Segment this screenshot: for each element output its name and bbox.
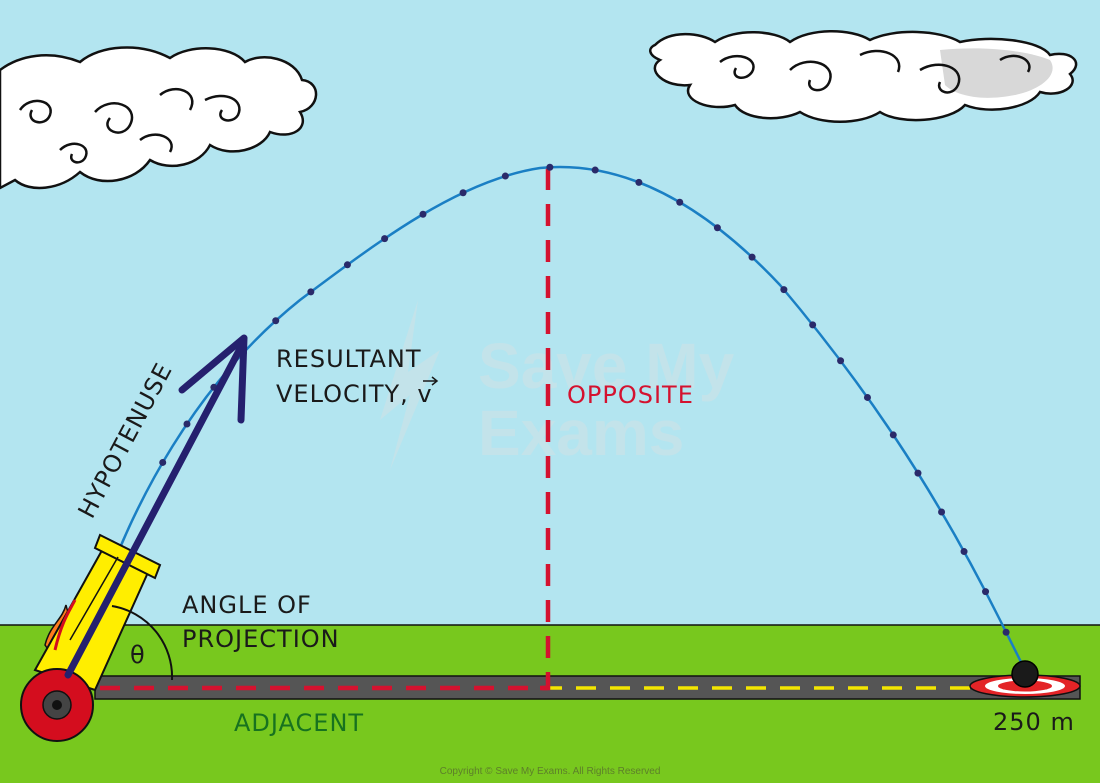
vector-arrow-icon — [423, 376, 439, 386]
copyright-text: Copyright © Save My Exams. All Rights Re… — [440, 766, 661, 777]
trajectory-point — [982, 588, 990, 596]
trajectory-point — [938, 508, 946, 516]
resultant-label-line1: RESULTANT — [276, 345, 422, 373]
trajectory-curve — [88, 165, 1027, 671]
adjacent-label: ADJACENT — [234, 709, 364, 737]
trajectory-point — [889, 431, 897, 439]
theta-label: θ — [130, 641, 146, 669]
trajectory-point — [780, 286, 788, 294]
trajectory-point — [159, 458, 167, 466]
trajectory-point — [546, 163, 554, 171]
opposite-label: OPPOSITE — [567, 381, 694, 409]
trajectory-point — [748, 253, 756, 261]
trajectory-point — [635, 178, 643, 186]
vector-symbol: v — [417, 380, 432, 408]
velocity-arrow — [64, 334, 248, 679]
trajectory-point — [272, 317, 280, 325]
trajectory-point — [1002, 628, 1010, 636]
trajectory-point — [713, 224, 721, 232]
watermark-line1: Save My — [478, 330, 735, 402]
trajectory-point — [419, 210, 427, 218]
trajectory-point — [837, 357, 845, 365]
watermark-line2: Exams — [478, 397, 684, 469]
trajectory-point — [501, 172, 509, 180]
trajectory-point — [863, 393, 871, 401]
watermark: Save My Exams — [380, 300, 735, 470]
angle-label-line1: ANGLE OF — [182, 591, 312, 619]
trajectory-point — [183, 420, 191, 428]
trajectory-point — [914, 469, 922, 477]
adjacent-corner — [540, 678, 551, 691]
trajectory-point — [676, 198, 684, 206]
trajectory-points — [159, 163, 1010, 636]
cloud-right-icon — [649, 30, 1078, 123]
cannonball-icon — [1011, 660, 1039, 688]
angle-label-line2: PROJECTION — [182, 625, 340, 653]
trajectory-point — [343, 261, 351, 269]
trajectory-point — [381, 235, 389, 243]
watermark-bolt-icon — [380, 300, 440, 470]
trajectory-point — [960, 548, 968, 556]
resultant-label-line2: VELOCITY, v — [276, 380, 433, 408]
trajectory-point — [591, 166, 599, 174]
trajectory-point — [307, 288, 315, 296]
trajectory-point — [809, 321, 817, 329]
cloud-left-icon — [0, 46, 318, 190]
trajectory-point — [459, 189, 467, 197]
angle-arc — [111, 605, 174, 681]
distance-label: 250 m — [993, 708, 1075, 736]
